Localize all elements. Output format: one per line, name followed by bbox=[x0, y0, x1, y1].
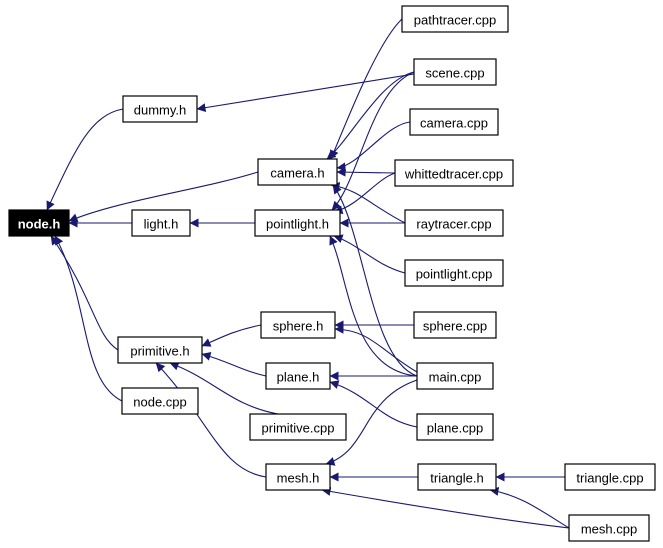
node-camera-cpp[interactable]: camera.cpp bbox=[409, 108, 499, 136]
node-primitive-h[interactable]: primitive.h bbox=[117, 336, 203, 364]
node-pathtracer-cpp[interactable]: pathtracer.cpp bbox=[401, 5, 509, 33]
node-sphere-cpp[interactable]: sphere.cpp bbox=[413, 311, 497, 339]
node-label: primitive.cpp bbox=[262, 421, 335, 436]
node-box[interactable] bbox=[254, 209, 341, 237]
node-pointlight-cpp[interactable]: pointlight.cpp bbox=[404, 259, 504, 287]
node-label: pointlight.h bbox=[266, 217, 329, 232]
node-box[interactable] bbox=[404, 259, 504, 287]
node-box[interactable] bbox=[413, 58, 497, 86]
node-box[interactable] bbox=[265, 362, 331, 390]
node-sphere-h[interactable]: sphere.h bbox=[260, 311, 336, 339]
node-box[interactable] bbox=[401, 5, 509, 33]
edge-primitive-h-to-node-h bbox=[50, 235, 119, 351]
edge-scene-cpp-to-dummy-h bbox=[196, 73, 415, 113]
node-box[interactable] bbox=[117, 336, 203, 364]
node-label: light.h bbox=[144, 217, 179, 232]
node-label: plane.cpp bbox=[427, 421, 483, 436]
nodes-layer: node.h dummy.h light.h primitive.h node.cpp c… bbox=[8, 5, 656, 542]
node-label: scene.cpp bbox=[425, 66, 484, 81]
node-box[interactable] bbox=[564, 463, 656, 491]
edge-camera-h-to-node-h bbox=[68, 171, 259, 222]
node-label: pointlight.cpp bbox=[416, 267, 493, 282]
node-label: mesh.h bbox=[277, 471, 320, 486]
edge-plane-h-to-primitive-h bbox=[201, 352, 267, 377]
edge-mesh-cpp-to-mesh-h bbox=[321, 487, 570, 529]
edge-pointlight-cpp-to-pointlight-h bbox=[333, 234, 406, 274]
node-label: camera.cpp bbox=[420, 116, 488, 131]
node-pointlight-h[interactable]: pointlight.h bbox=[254, 209, 341, 237]
edge-scene-cpp-to-camera-h bbox=[326, 71, 415, 160]
node-box[interactable] bbox=[404, 209, 504, 237]
node-label: sphere.h bbox=[273, 319, 324, 334]
node-box[interactable] bbox=[416, 362, 494, 390]
edges-layer bbox=[46, 18, 570, 529]
edge-whittedtracer-cpp-to-pointlight-h bbox=[333, 172, 396, 215]
node-box[interactable] bbox=[394, 159, 514, 187]
node-mesh-cpp[interactable]: mesh.cpp bbox=[568, 514, 650, 542]
node-box[interactable] bbox=[409, 108, 499, 136]
edge-pathtracer-cpp-to-camera-h bbox=[330, 18, 403, 160]
node-label: dummy.h bbox=[134, 103, 187, 118]
node-label: main.cpp bbox=[429, 370, 482, 385]
node-label: pathtracer.cpp bbox=[414, 13, 496, 28]
edge-raytracer-cpp-to-camera-h bbox=[330, 182, 406, 224]
node-plane-h[interactable]: plane.h bbox=[265, 362, 331, 390]
node-triangle-cpp[interactable]: triangle.cpp bbox=[564, 463, 656, 491]
node-box[interactable] bbox=[417, 463, 497, 491]
edge-mesh-h-to-primitive-h bbox=[155, 362, 267, 478]
edge-main-cpp-to-sphere-h bbox=[334, 324, 418, 373]
edge-primitive-cpp-to-primitive-h bbox=[169, 361, 279, 415]
node-camera-h[interactable]: camera.h bbox=[257, 158, 338, 186]
edge-node-cpp-to-node-h bbox=[54, 235, 123, 402]
node-label: raytracer.cpp bbox=[416, 217, 491, 232]
edge-sphere-h-to-primitive-h bbox=[201, 324, 262, 347]
edge-scene-cpp-to-pointlight-h bbox=[331, 71, 415, 211]
node-plane-cpp[interactable]: plane.cpp bbox=[416, 413, 494, 441]
node-label: primitive.h bbox=[130, 344, 189, 359]
node-dummy-h[interactable]: dummy.h bbox=[122, 95, 198, 123]
node-box[interactable] bbox=[249, 413, 347, 441]
node-label: sphere.cpp bbox=[423, 319, 487, 334]
edge-plane-cpp-to-plane-h bbox=[329, 380, 418, 428]
edge-main-cpp-to-pointlight-h bbox=[329, 235, 418, 377]
node-main-cpp[interactable]: main.cpp bbox=[416, 362, 494, 390]
node-label: node.cpp bbox=[133, 395, 187, 410]
node-node-cpp[interactable]: node.cpp bbox=[121, 387, 199, 415]
node-box[interactable] bbox=[131, 209, 191, 237]
node-box[interactable] bbox=[122, 95, 198, 123]
node-label: mesh.cpp bbox=[581, 522, 637, 537]
node-box[interactable] bbox=[8, 209, 70, 237]
node-whittedtracer-cpp[interactable]: whittedtracer.cpp bbox=[394, 159, 514, 187]
node-box[interactable] bbox=[121, 387, 199, 415]
edge-dummy-h-to-node-h bbox=[46, 108, 124, 211]
node-label: triangle.cpp bbox=[576, 471, 643, 486]
node-scene-cpp[interactable]: scene.cpp bbox=[413, 58, 497, 86]
edge-main-cpp-to-camera-h bbox=[332, 184, 418, 377]
node-label: node.h bbox=[18, 217, 61, 232]
node-label: plane.h bbox=[277, 370, 320, 385]
node-mesh-h[interactable]: mesh.h bbox=[265, 463, 331, 491]
edge-mesh-cpp-to-triangle-h bbox=[489, 486, 570, 529]
edge-whittedtracer-cpp-to-camera-h bbox=[336, 167, 396, 177]
node-label: whittedtracer.cpp bbox=[404, 167, 503, 182]
node-box[interactable] bbox=[260, 311, 336, 339]
node-box[interactable] bbox=[568, 514, 650, 542]
node-box[interactable] bbox=[257, 158, 338, 186]
node-box[interactable] bbox=[265, 463, 331, 491]
node-raytracer-cpp[interactable]: raytracer.cpp bbox=[404, 209, 504, 237]
node-light-h[interactable]: light.h bbox=[131, 209, 191, 237]
node-node-h[interactable]: node.h bbox=[8, 209, 70, 237]
edge-main-cpp-to-mesh-h bbox=[325, 379, 418, 466]
node-triangle-h[interactable]: triangle.h bbox=[417, 463, 497, 491]
node-box[interactable] bbox=[413, 311, 497, 339]
edge-camera-cpp-to-camera-h bbox=[336, 121, 411, 172]
node-label: camera.h bbox=[270, 166, 324, 181]
node-primitive-cpp[interactable]: primitive.cpp bbox=[249, 413, 347, 441]
node-box[interactable] bbox=[416, 413, 494, 441]
node-label: triangle.h bbox=[430, 471, 483, 486]
